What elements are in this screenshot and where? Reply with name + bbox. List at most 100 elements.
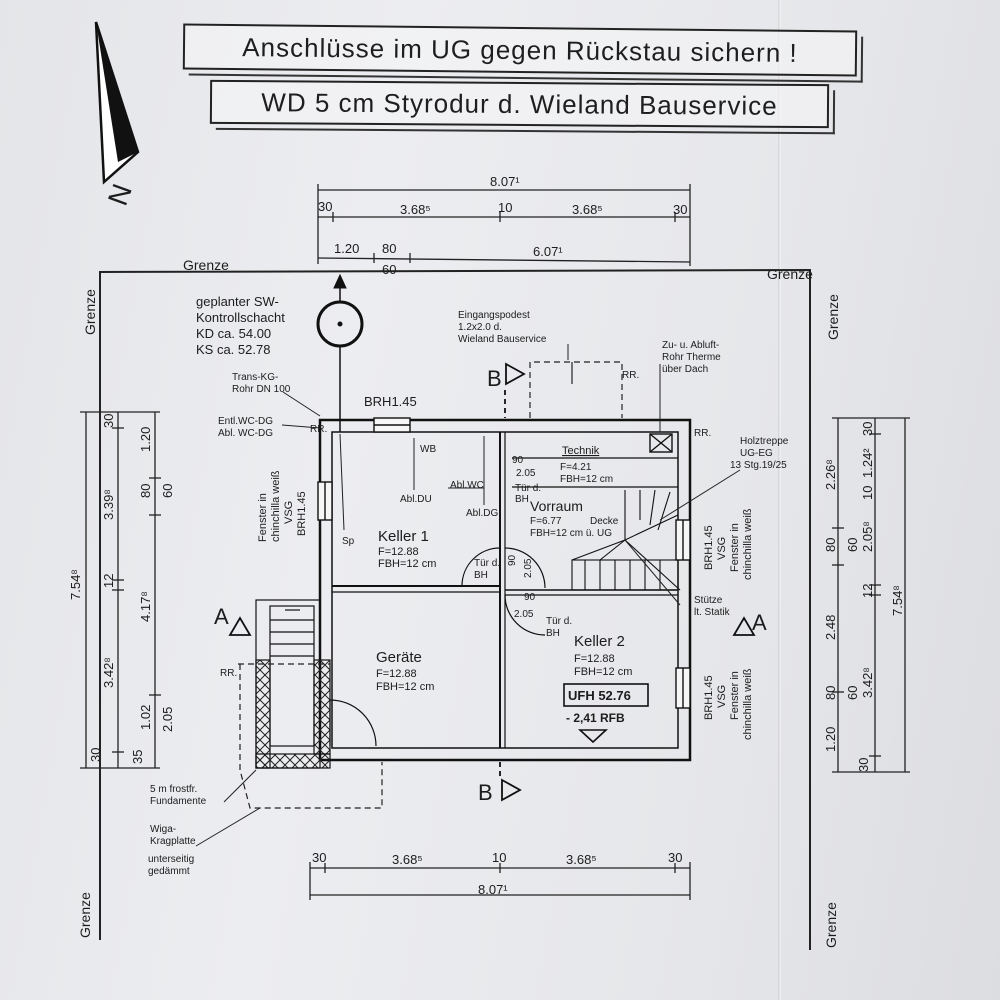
door-height-keller2: 2.05 [514, 609, 534, 620]
window-right-top-note-1: BRH1.45 [703, 525, 715, 570]
paper-fold [778, 0, 781, 1000]
dim-left-35: 35 [130, 750, 145, 764]
entl-note-1: Entl.WC-DG [218, 416, 273, 427]
dim-right-342: 3.42⁸ [860, 667, 875, 698]
dim-bottom-30-left: 30 [312, 850, 326, 865]
boundary-label-top-left: Grenze [183, 257, 229, 273]
rr-label-left: RR. [310, 424, 327, 435]
abl-wc-label: Abl.WC [450, 480, 484, 491]
dim-bottom-30-right: 30 [668, 850, 682, 865]
podest-note-2: 1.2x2.0 d. [458, 322, 502, 333]
stair-note-1: Holztreppe [740, 436, 789, 447]
dim-left-60: 60 [160, 484, 175, 498]
rr-label-right: RR. [694, 428, 711, 439]
dim-right-248: 2.48 [823, 615, 838, 640]
room-keller2-area: F=12.88 [574, 653, 615, 665]
dim-left-30-bottom: 30 [88, 748, 103, 762]
dim-top-10: 10 [498, 200, 512, 215]
room-vorraum-floor: FBH=12 cm ü. UG [530, 528, 612, 539]
window-left-note-3: VSG [283, 501, 295, 524]
wb-label: WB [420, 444, 436, 455]
dim-right-120: 1.20 [823, 727, 838, 752]
door-note-vorraum-2: BH [515, 494, 529, 505]
door-note-keller2-1: Tür d. [546, 616, 572, 627]
shaft-note-1: geplanter SW- [196, 294, 279, 309]
dim-right-10: 10 [860, 486, 875, 500]
dim-bottom-total: 8.07¹ [478, 882, 508, 897]
dim-right-205: 2.05⁸ [860, 521, 875, 552]
zuluft-note-2: Rohr Therme [662, 352, 721, 363]
window-right-top [675, 519, 691, 561]
dim-right-80-top: 80 [823, 538, 838, 552]
window-right-bottom-note-1: BRH1.45 [703, 675, 715, 720]
entl-note-2: Abl. WC-DG [218, 428, 273, 439]
boundary-label-left-top: Grenze [82, 289, 98, 335]
dim-left-417: 4.17⁸ [138, 591, 153, 622]
north-label: N [102, 180, 138, 210]
window-right-top-note-3: Fenster in [729, 523, 741, 572]
room-keller2-name: Keller 2 [574, 633, 625, 650]
window-top [373, 417, 411, 433]
dim-top-80: 80 [382, 241, 396, 256]
room-technik: Technik F=4.21 FBH=12 cm [560, 445, 613, 485]
rr-label-stairwell: RR. [220, 668, 237, 679]
stuetze-note-1: Stütze [694, 595, 723, 606]
window-right-top-note-2: VSG [716, 537, 728, 560]
section-label-b-top: B [487, 366, 502, 391]
dim-right-60-top: 60 [845, 538, 860, 552]
door-note-keller1-2: BH [474, 570, 488, 581]
rr-label-podest: RR. [622, 370, 639, 381]
dim-left-80: 80 [138, 484, 153, 498]
dimension-chain-top [317, 184, 691, 266]
door-height-keller1: 2.05 [523, 558, 534, 578]
section-marker-b-top [504, 362, 526, 418]
boundary-label-right-top: Grenze [825, 294, 841, 340]
decke-label: Decke [590, 516, 619, 527]
room-keller2-floor: FBH=12 cm [574, 666, 632, 678]
vent-box-icon [649, 433, 673, 453]
dim-right-total: 7.54⁸ [890, 585, 905, 616]
dim-right-12: 12 [860, 584, 875, 598]
stair-note-3: 13 Stg.19/25 [730, 460, 787, 471]
section-label-a-right: A [752, 610, 767, 635]
abl-dg-label: Abl.DG [466, 508, 498, 519]
room-technik-floor: FBH=12 cm [560, 474, 613, 485]
room-geraete: Geräte F=12.88 FBH=12 cm [376, 649, 434, 693]
dim-top-607: 6.07¹ [533, 244, 563, 259]
brh-top-label: BRH1.45 [364, 394, 417, 409]
leader-lines [195, 344, 741, 847]
trans-note-2: Rohr DN 100 [232, 384, 291, 395]
zuluft-note-1: Zu- u. Abluft- [662, 340, 719, 351]
trans-note-1: Trans-KG- [232, 372, 278, 383]
boundary-label-top-right: Grenze [767, 266, 813, 282]
dim-top-30-left: 30 [318, 199, 332, 214]
window-right-bottom [675, 667, 691, 709]
door-width-keller2: 90 [524, 592, 536, 603]
dim-top-120: 1.20 [334, 241, 359, 256]
room-vorraum: Vorraum F=6.77 FBH=12 cm ü. UG [530, 498, 612, 539]
shaft-note-2: Kontrollschacht [196, 310, 285, 325]
dim-left-total: 7.54⁸ [68, 569, 83, 600]
ufh-level-label: UFH 52.76 [568, 688, 631, 703]
dim-right-124: 1.24² [860, 448, 875, 478]
room-technik-name: Technik [562, 445, 600, 457]
dim-left-120: 1.20 [138, 427, 153, 452]
property-boundary [99, 268, 811, 950]
door-width-vorraum: 90 [512, 455, 524, 466]
frost-note-1: 5 m frostfr. [150, 784, 197, 795]
dim-left-12: 12 [101, 574, 116, 588]
dim-top-60: 60 [382, 262, 396, 277]
room-technik-area: F=4.21 [560, 462, 592, 473]
dim-bottom-368-right: 3.68⁵ [566, 852, 597, 867]
exterior-stairwell [255, 599, 331, 769]
section-label-b-bottom: B [478, 780, 493, 805]
room-geraete-name: Geräte [376, 649, 422, 666]
dimension-chain-right [832, 417, 910, 773]
window-left-note-2: chinchilla weiß [270, 470, 282, 542]
room-vorraum-area: F=6.77 [530, 516, 562, 527]
dim-right-30-top: 30 [860, 422, 875, 436]
dim-top-368-left: 3.68⁵ [400, 202, 431, 217]
room-vorraum-name: Vorraum [530, 498, 583, 514]
window-right-top-note-4: chinchilla weiß [742, 508, 754, 580]
